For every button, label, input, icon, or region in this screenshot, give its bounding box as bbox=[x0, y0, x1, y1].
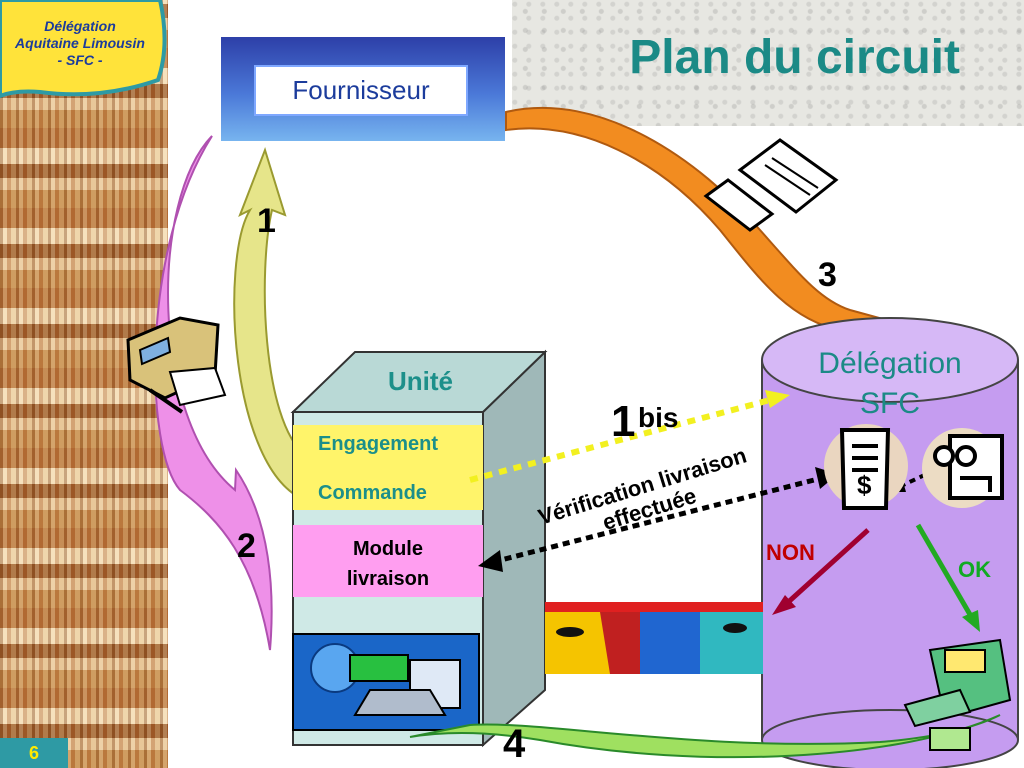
supplier-label: Fournisseur bbox=[256, 67, 466, 114]
step-1-label: 1 bbox=[257, 202, 276, 240]
non-label: NON bbox=[766, 540, 815, 565]
delegation-cylinder bbox=[761, 317, 1019, 768]
arrow-non bbox=[783, 528, 870, 607]
page-number: 6 bbox=[0, 738, 68, 768]
step-1bis-suffix: bis bbox=[638, 402, 679, 433]
ok-label: OK bbox=[958, 557, 991, 582]
box-printer-icon bbox=[126, 316, 227, 414]
unit-label: Unité bbox=[388, 366, 453, 396]
arrow-1bis-dotted bbox=[469, 397, 771, 483]
module-livraison-label: Module livraison bbox=[346, 538, 430, 590]
step-3-label: 3 bbox=[818, 256, 837, 294]
engagement-band bbox=[293, 425, 483, 510]
page-title: Plan du circuit bbox=[629, 31, 960, 84]
arrow-ok bbox=[915, 523, 975, 620]
arrow-4-green bbox=[409, 714, 1001, 759]
receipt-dollar-icon bbox=[824, 424, 908, 510]
computer-money-icon bbox=[292, 633, 480, 731]
delegation-label: Délégation SFC bbox=[818, 347, 962, 420]
step-1bis-number: 1 bbox=[611, 397, 636, 446]
person-face-icon bbox=[922, 428, 1004, 508]
engagement-label: Engagement bbox=[318, 433, 439, 455]
arrow-verification-dotted bbox=[492, 475, 823, 565]
badge-shape bbox=[0, 0, 167, 99]
cash-register-icon bbox=[903, 638, 1012, 751]
module-band bbox=[293, 525, 483, 597]
arrow-3-orange bbox=[505, 106, 906, 332]
receipt-dollar-symbol: $ bbox=[857, 470, 872, 500]
badge-text: Délégation Aquitaine Limousin - SFC - bbox=[15, 18, 145, 68]
step-4-label: 4 bbox=[503, 722, 526, 766]
invoice-documents-icon bbox=[703, 138, 839, 232]
faces-painting-icon bbox=[545, 602, 763, 674]
background-marble-texture bbox=[512, 0, 1024, 126]
arrow-1-yellow bbox=[233, 146, 306, 502]
step-2-label: 2 bbox=[237, 527, 256, 565]
commande-label: Commande bbox=[318, 482, 427, 504]
